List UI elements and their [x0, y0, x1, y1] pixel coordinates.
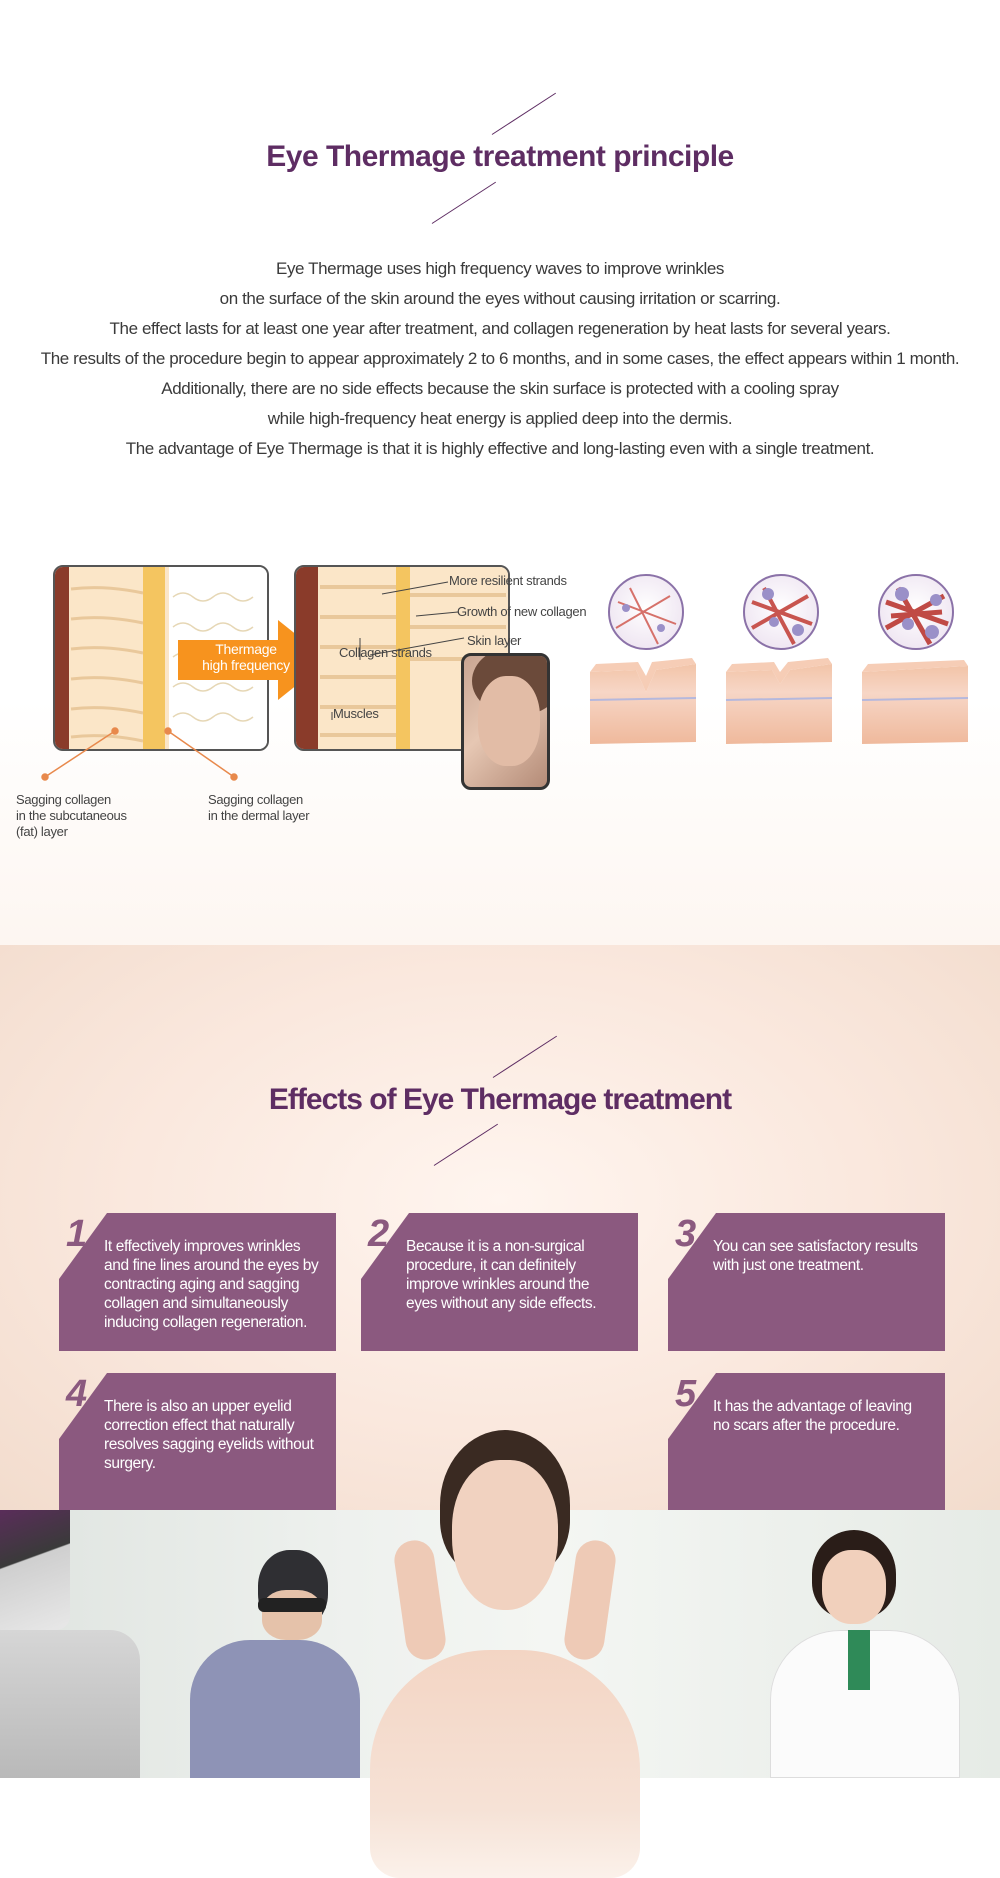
effect-card: It effectively improves wrinkles and fin… — [59, 1213, 336, 1351]
principle-description: Eye Thermage uses high frequency waves t… — [0, 254, 1000, 464]
effect-number: 4 — [66, 1373, 88, 1415]
description-line: while high-frequency heat energy is appl… — [267, 409, 733, 428]
effects-title: Effects of Eye Thermage treatment — [268, 1083, 732, 1116]
callout-collagen-strands: Collagen strands — [339, 645, 432, 660]
description-line: Additionally, there are no side effects … — [161, 379, 839, 398]
description-line: on the surface of the skin around the ey… — [219, 289, 781, 308]
collagen-progression-illustration — [589, 574, 969, 744]
effect-number: 5 — [675, 1373, 697, 1415]
effect-text: You can see satisfactory results with ju… — [713, 1238, 918, 1274]
thermage-device-image — [0, 1510, 70, 1630]
callout-new-collagen: Growth of new collagen — [457, 604, 587, 619]
device-base-image — [0, 1630, 140, 1778]
effect-text: Because it is a non-surgical procedure, … — [406, 1238, 597, 1312]
title-slash-top — [491, 92, 557, 135]
effect-number: 2 — [368, 1213, 390, 1255]
effect-card: There is also an upper eyelid correction… — [59, 1373, 336, 1511]
face-photo — [461, 653, 550, 790]
effect-text: It effectively improves wrinkles and fin… — [104, 1238, 319, 1331]
callout-lines — [331, 581, 465, 720]
title-slash-bottom — [433, 1123, 499, 1166]
label-subcutaneous: Sagging collagen in the subcutaneous (fa… — [16, 792, 127, 839]
leader-lines — [41, 727, 238, 781]
practitioner-image — [150, 1550, 360, 1778]
callout-muscles: Muscles — [333, 706, 379, 721]
principle-title: Eye Thermage treatment principle — [266, 140, 734, 173]
label-dermal: Sagging collagen in the dermal layer — [208, 792, 310, 823]
callout-skin-layer: Skin layer — [467, 633, 522, 648]
effect-text: It has the advantage of leaving no scars… — [713, 1398, 912, 1434]
callout-resilient-strands: More resilient strands — [449, 573, 567, 588]
title-slash-bottom — [431, 181, 497, 224]
arrow-right-icon — [178, 620, 328, 700]
description-line: The advantage of Eye Thermage is that it… — [125, 439, 875, 458]
description-line: The results of the procedure begin to ap… — [40, 349, 960, 368]
model-image — [360, 1430, 650, 1878]
principle-section: Eye Thermage treatment principle Eye The… — [0, 0, 1000, 945]
description-line: The effect lasts for at least one year a… — [109, 319, 891, 338]
effects-section: Effects of Eye Thermage treatment 1 It e… — [0, 945, 1000, 1511]
title-slash-top — [492, 1035, 558, 1078]
clinic-photo-band — [0, 1430, 1000, 1878]
doctor-image — [770, 1530, 960, 1778]
description-line: Eye Thermage uses high frequency waves t… — [276, 259, 724, 278]
effect-number: 1 — [66, 1213, 88, 1255]
effect-number: 3 — [675, 1213, 697, 1255]
effect-text: There is also an upper eyelid correction… — [104, 1398, 314, 1472]
effect-card: It has the advantage of leaving no scars… — [668, 1373, 945, 1511]
arrow-label: Thermage high frequency — [202, 641, 290, 673]
effect-card: You can see satisfactory results with ju… — [668, 1213, 945, 1351]
effect-card: Because it is a non-surgical procedure, … — [361, 1213, 638, 1351]
